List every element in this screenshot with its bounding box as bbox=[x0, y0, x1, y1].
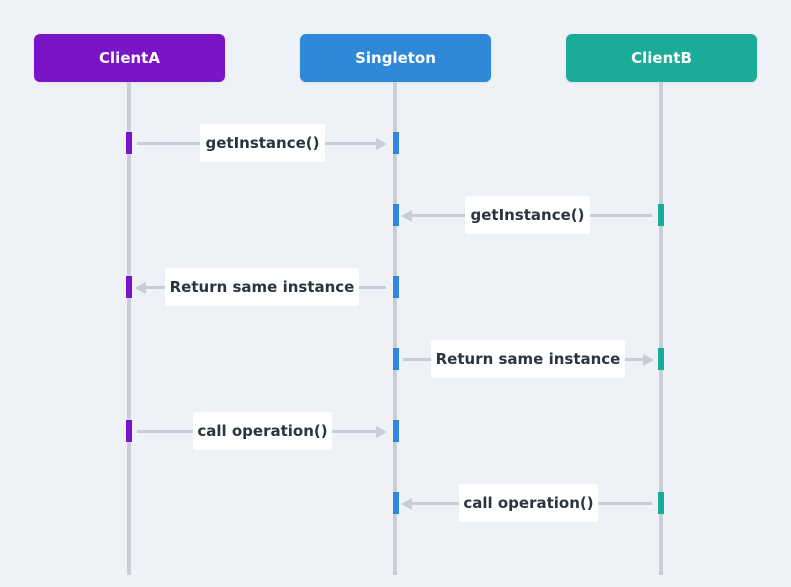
activation-singleton bbox=[393, 348, 399, 370]
activation-singleton bbox=[393, 204, 399, 226]
message-label: call operation() bbox=[193, 412, 332, 450]
lifeline-clienta bbox=[127, 82, 131, 575]
message-label: call operation() bbox=[459, 484, 598, 522]
activation-clienta bbox=[126, 132, 132, 154]
activation-clientb bbox=[658, 348, 664, 370]
actor-label: ClientB bbox=[631, 49, 692, 67]
arrow-head-left bbox=[401, 209, 412, 222]
activation-singleton bbox=[393, 420, 399, 442]
arrow-head-left bbox=[135, 281, 146, 294]
lifeline-clientb bbox=[659, 82, 663, 575]
activation-clientb bbox=[658, 492, 664, 514]
arrow-head-left bbox=[401, 497, 412, 510]
message-label: getInstance() bbox=[465, 196, 590, 234]
actor-singleton: Singleton bbox=[300, 34, 491, 82]
lifeline-singleton bbox=[393, 82, 397, 575]
arrow-head-right bbox=[376, 425, 387, 438]
actor-clientb: ClientB bbox=[566, 34, 757, 82]
actor-label: Singleton bbox=[355, 49, 436, 67]
activation-clientb bbox=[658, 204, 664, 226]
activation-clienta bbox=[126, 420, 132, 442]
activation-singleton bbox=[393, 132, 399, 154]
activation-singleton bbox=[393, 492, 399, 514]
actor-label: ClientA bbox=[99, 49, 160, 67]
arrow-head-right bbox=[643, 353, 654, 366]
activation-singleton bbox=[393, 276, 399, 298]
activation-clienta bbox=[126, 276, 132, 298]
message-label: getInstance() bbox=[200, 124, 325, 162]
message-label: Return same instance bbox=[431, 340, 625, 378]
message-label: Return same instance bbox=[165, 268, 359, 306]
arrow-head-right bbox=[376, 137, 387, 150]
actor-clienta: ClientA bbox=[34, 34, 225, 82]
